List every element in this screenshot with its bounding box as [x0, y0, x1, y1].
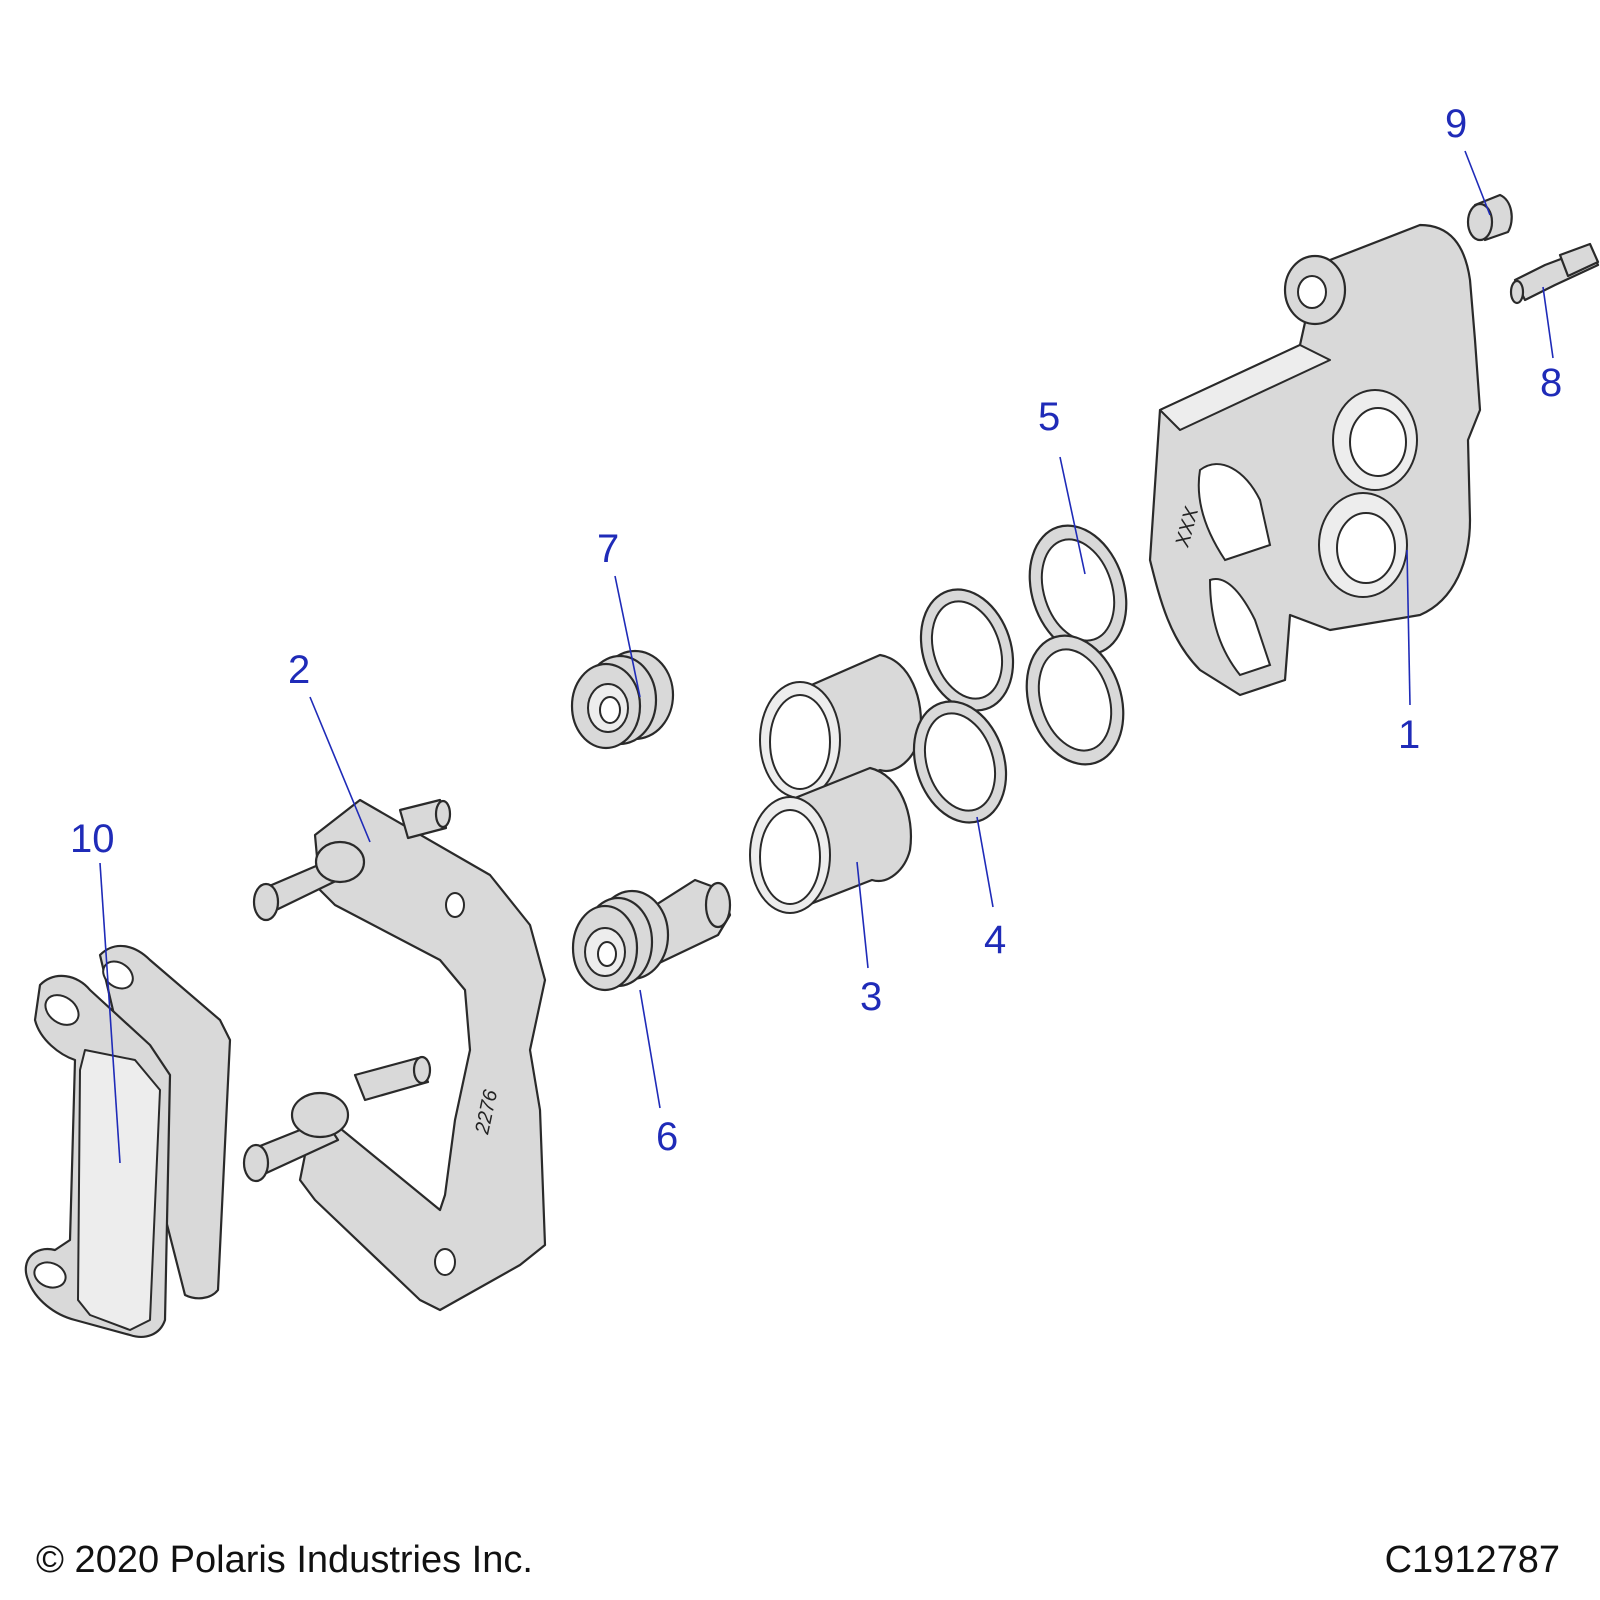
figure-number: C1912787: [1384, 1539, 1560, 1581]
copyright-notice: © 2020 Polaris Industries Inc.: [36, 1539, 533, 1581]
callout-7: 7: [597, 527, 619, 571]
bleeder-cap: [1466, 193, 1513, 242]
slide-pin: [571, 878, 732, 992]
pin-boot: [570, 649, 675, 750]
callout-6: 6: [656, 1115, 678, 1159]
callout-3: 3: [860, 975, 882, 1019]
callout-9: 9: [1445, 102, 1467, 146]
caliper-bracket: 2276: [242, 798, 547, 1312]
caliper-body: XXX: [1148, 223, 1482, 697]
leader-lines: [99, 150, 1554, 1164]
callout-5: 5: [1038, 395, 1060, 439]
dust-seals: [1025, 524, 1128, 766]
callout-numbers: 1 2 3 4 5 6 7 8 9 10: [70, 102, 1562, 1159]
brake-pads: [24, 944, 232, 1338]
callout-8: 8: [1540, 361, 1562, 405]
bleeder-screw: [1509, 242, 1600, 305]
pistons: [749, 653, 922, 914]
callout-1: 1: [1398, 713, 1420, 757]
callout-4: 4: [984, 918, 1006, 962]
piston-seals: [912, 588, 1015, 824]
callout-10: 10: [70, 817, 115, 861]
callout-2: 2: [288, 648, 310, 692]
